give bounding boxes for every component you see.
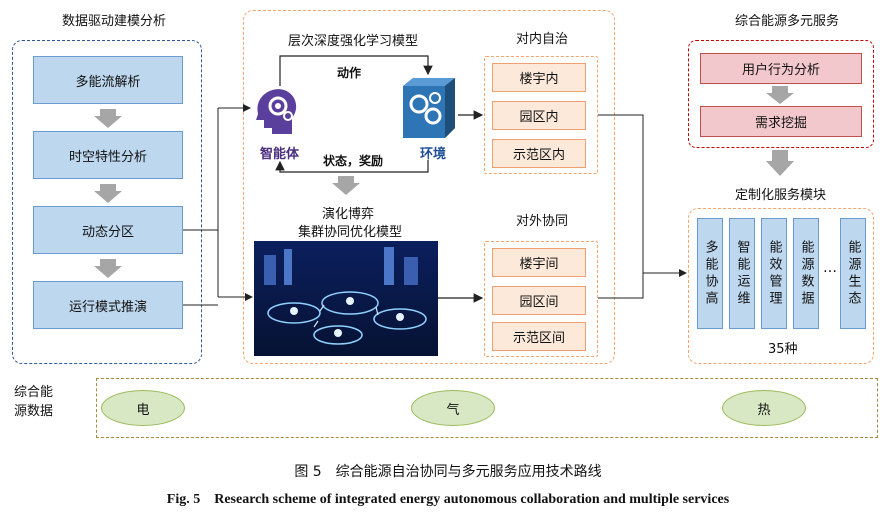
inner-autonomy-title: 对内自治 [516, 32, 569, 47]
environment-label: 环境 [420, 147, 447, 162]
action-label: 动作 [337, 66, 362, 80]
service-analysis-frame [688, 40, 874, 148]
left-section-title: 数据驱动建模分析 [62, 14, 167, 29]
custom-service-frame [688, 208, 874, 364]
service-multi-energy: 多能协高 [697, 218, 723, 329]
energy-cluster-image [254, 241, 438, 356]
connector-outer-out [598, 273, 644, 299]
flow-arrow-down-2 [94, 184, 122, 203]
flow-arrow-down-center [332, 176, 360, 195]
service-energy-ecology: 能源生态 [840, 218, 866, 329]
service-energy-data: 能源数据 [793, 218, 819, 329]
energy-gas: 气 [411, 390, 495, 426]
game-model-title-line1: 演化博弈 [322, 207, 375, 222]
flow-arrow-down-1 [94, 109, 122, 128]
agent-brain-icon [256, 89, 297, 134]
inner-demo-zone-box: 示范区内 [492, 139, 586, 168]
inner-autonomy-frame [484, 56, 598, 174]
energy-data-frame [96, 378, 878, 438]
figure-caption-en: Fig. 5 Research scheme of integrated ene… [166, 492, 730, 507]
demand-mining-box: 需求挖掘 [700, 106, 862, 137]
agent-label: 智能体 [260, 147, 300, 162]
state-reward-loop-arrow [275, 160, 429, 173]
connector-inner-out [598, 114, 644, 273]
process-box-spatiotemporal: 时空特性分析 [33, 131, 183, 179]
service-ellipsis: … [823, 260, 837, 276]
user-behavior-analysis-box: 用户行为分析 [700, 53, 862, 84]
action-loop-arrow [279, 55, 433, 86]
outer-collab-title: 对外协同 [516, 214, 569, 229]
flow-arrow-down-3 [94, 259, 122, 278]
process-box-mode-deduction: 运行模式推演 [33, 281, 183, 329]
environment-gear-icon [403, 78, 455, 138]
outer-collab-frame [484, 241, 598, 357]
flow-arrow-down-right-1 [766, 86, 794, 104]
inter-building-box: 楼宇间 [492, 248, 586, 277]
inner-building-box: 楼宇内 [492, 63, 586, 92]
center-section-frame [243, 10, 615, 364]
inner-park-box: 园区内 [492, 101, 586, 130]
game-model-title-line2: 集群协同优化模型 [298, 225, 403, 240]
service-count: 35种 [768, 342, 798, 357]
inter-park-box: 园区间 [492, 286, 586, 315]
service-efficiency-management: 能效管理 [761, 218, 787, 329]
service-smart-maintenance: 智能运维 [729, 218, 755, 329]
custom-service-module-title: 定制化服务模块 [735, 188, 827, 203]
flow-arrow-down-right-2 [766, 150, 794, 176]
energy-data-label-line2: 源数据 [14, 404, 54, 419]
right-section-title: 综合能源多元服务 [735, 14, 840, 29]
process-box-dynamic-zoning: 动态分区 [33, 206, 183, 254]
process-box-multi-energy-flow: 多能流解析 [33, 56, 183, 104]
left-section-frame [12, 40, 202, 364]
energy-data-label-line1: 综合能 [14, 385, 54, 400]
state-reward-label: 状态，奖励 [323, 154, 384, 168]
figure-caption-cn: 图 5 综合能源自治协同与多元服务应用技术路线 [294, 464, 602, 480]
inter-demo-zone-box: 示范区间 [492, 322, 586, 351]
drl-model-title: 层次深度强化学习模型 [288, 34, 419, 49]
energy-electricity: 电 [101, 390, 185, 426]
energy-heat: 热 [722, 390, 806, 426]
